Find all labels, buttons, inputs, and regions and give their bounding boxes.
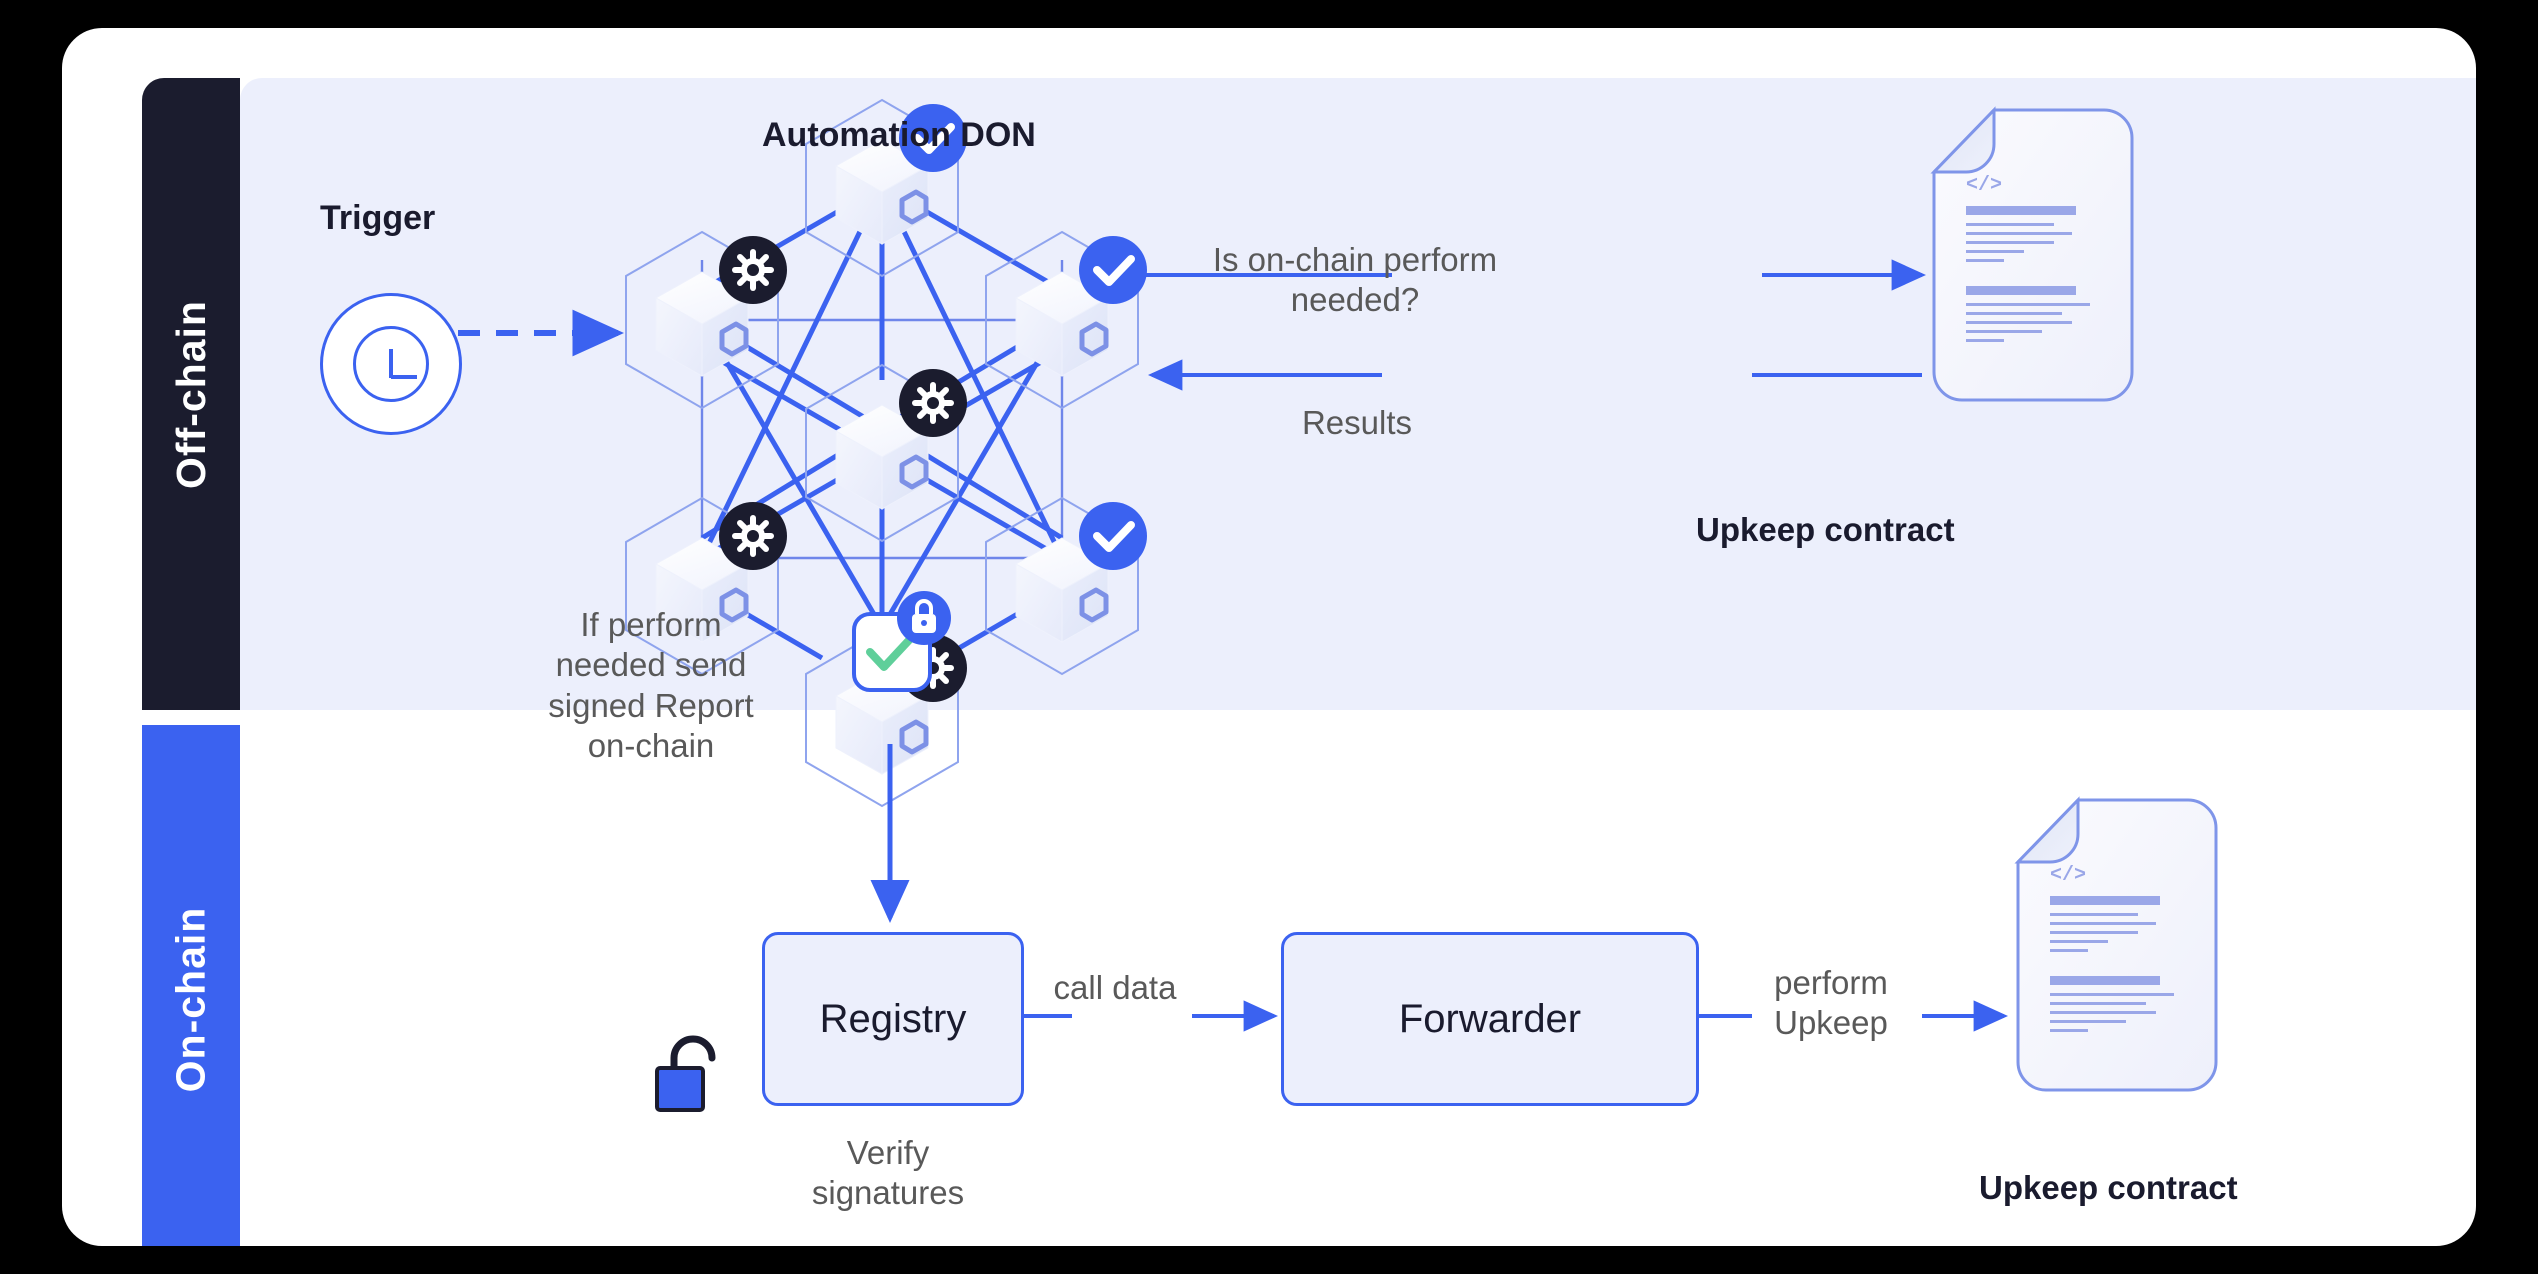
signed-report-label: If perform needed send signed Report on-… (548, 606, 754, 764)
perform-upkeep-label: perform Upkeep (1774, 964, 1888, 1042)
lane-label-onchain: On-chain (142, 725, 240, 1246)
trigger-label: Trigger (320, 199, 436, 237)
is-perform-needed-label: Is on-chain perform needed? (1212, 241, 1498, 319)
results-label: Results (1301, 404, 1413, 441)
lane-label-offchain-text: Off-chain (167, 299, 214, 489)
verify-signatures-label: Verify signatures (811, 1134, 965, 1212)
clock-hand-minute (391, 375, 417, 379)
lane-label-offchain: Off-chain (142, 78, 240, 710)
automation-don-title: Automation DON (762, 116, 1036, 154)
lock-open-icon (655, 1035, 716, 1112)
diagram-card: Off-chain On-chain (62, 28, 2476, 1246)
clock-hand-hour (389, 349, 393, 378)
call-data-label: call data (1053, 969, 1177, 1006)
upkeep-contract-label-onchain: Upkeep contract (1979, 1169, 2238, 1206)
lane-label-onchain-text: On-chain (167, 906, 214, 1093)
svg-text:</>: </> (2050, 864, 2086, 887)
clock-face (353, 326, 429, 402)
code-document-icon: </> (2014, 796, 2218, 1092)
upkeep-contract-label-offchain: Upkeep contract (1696, 511, 1955, 548)
registry-node[interactable]: Registry (762, 932, 1024, 1106)
forwarder-node[interactable]: Forwarder (1281, 932, 1699, 1106)
clock-icon (320, 293, 462, 435)
